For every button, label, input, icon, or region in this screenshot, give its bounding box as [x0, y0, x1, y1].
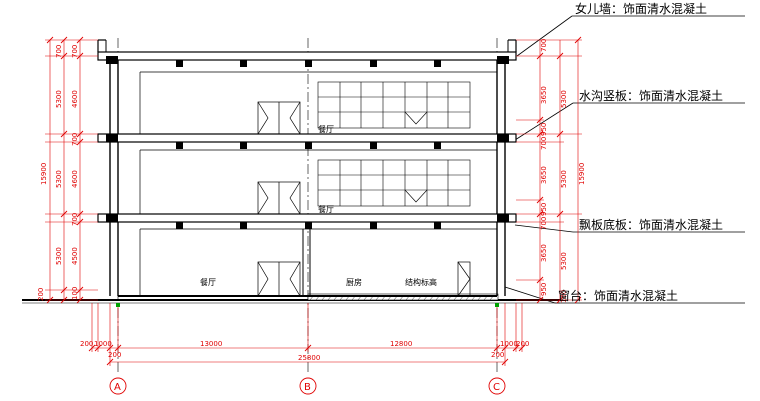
room-dining-3f: 餐厅	[318, 125, 334, 134]
axis-bubble-b	[299, 377, 317, 395]
bottom-dim-left-1000: 1000	[94, 340, 112, 348]
left-dim-beam3: 700	[71, 133, 79, 146]
right-dim-band1: 950	[540, 283, 548, 296]
bottom-dim-span-bc: 12800	[390, 340, 412, 348]
note-parapet: 女儿墙：饰面清水混凝土	[575, 1, 707, 16]
axis-bubbles: A B C	[109, 377, 506, 395]
bottom-dim-span-ab: 13000	[200, 340, 222, 348]
beams	[106, 56, 509, 229]
bottom-dim-right-outer: 200	[516, 340, 529, 348]
right-dim-texts: 700 3650 950 700 3650 950 700 3650 950 5…	[540, 39, 586, 303]
room-dining-2f: 餐厅	[318, 205, 334, 214]
left-dim-texts: 15900 700 5300 5300 5300 200 700 4600 70…	[37, 45, 79, 301]
grid-lines	[117, 38, 498, 375]
bottom-dim-ticks	[88, 344, 526, 366]
right-dim-win2: 3650	[540, 166, 548, 184]
bottom-dim-right-200: 200	[491, 351, 504, 359]
bottom-dim-left-outer: 200	[80, 340, 93, 348]
door-1f	[257, 261, 301, 297]
axis-bubble-a	[109, 377, 127, 395]
left-dim-ticks	[46, 36, 84, 304]
left-dim-base-b: 100	[71, 287, 79, 300]
axis-label-b: B	[304, 382, 311, 393]
right-dim-lines	[516, 39, 582, 301]
left-dim-total: 15900	[40, 163, 48, 185]
axis-bubble-c	[488, 377, 506, 395]
door-2f	[257, 181, 301, 215]
bottom-dim-lines	[91, 303, 523, 366]
right-dim-floor3: 5300	[560, 90, 568, 108]
room-struct-level: 结构标高	[405, 277, 437, 287]
left-dim-beam2: 700	[71, 213, 79, 226]
building	[97, 39, 517, 297]
left-dim-window3: 4600	[71, 90, 79, 108]
note-canopy: 飘板底板：饰面清水混凝土	[579, 217, 723, 232]
right-dim-parapet: 700	[540, 39, 548, 52]
door-kitchen	[457, 261, 471, 297]
right-dim-total: 15900	[578, 163, 586, 185]
axis-label-a: A	[114, 382, 121, 393]
room-labels: 餐厅 餐厅 餐厅 厨房 结构标高	[200, 125, 437, 287]
right-dim-beam2: 700	[540, 217, 548, 230]
right-dim-win3: 3650	[540, 86, 548, 104]
right-dim-band2: 950	[540, 203, 548, 216]
right-dim-floor1: 5300	[560, 252, 568, 270]
left-dim-window2: 4600	[71, 170, 79, 188]
door-3f	[257, 101, 301, 135]
bottom-dim-texts: 200 1000 200 13000 12800 200 1000 200 25…	[80, 340, 529, 362]
curtain-window-2f	[317, 159, 471, 207]
left-dim-lines	[45, 39, 98, 301]
left-dim-floor2: 5300	[55, 170, 63, 188]
bottom-dim-total: 25800	[298, 354, 320, 362]
bottom-dim-right-1000: 1000	[500, 340, 518, 348]
right-dim-ticks	[536, 36, 582, 304]
room-dining-1f: 餐厅	[200, 278, 216, 287]
note-sill: 窗台：饰面清水混凝土	[558, 288, 678, 303]
right-dim-base: 100	[560, 290, 568, 303]
left-dim-base-a: 200	[37, 288, 45, 301]
left-dim-floor1: 5300	[55, 247, 63, 265]
note-leaders	[504, 15, 745, 304]
right-dim-floor2: 5300	[560, 170, 568, 188]
material-notes: 女儿墙：饰面清水混凝土 水沟竖板：饰面清水混凝土 飘板底板：饰面清水混凝土 窗台…	[558, 1, 723, 303]
note-gutter: 水沟竖板：饰面清水混凝土	[579, 88, 723, 103]
left-dim-floor3: 5300	[55, 90, 63, 108]
axis-label-c: C	[493, 382, 500, 393]
right-dim-band3: 950	[540, 123, 548, 136]
right-dim-beam3: 700	[540, 137, 548, 150]
right-dim-win1: 3650	[540, 244, 548, 262]
curtain-window-3f	[317, 81, 471, 129]
grid-markers	[116, 303, 499, 307]
bottom-dim-left-200: 200	[108, 351, 121, 359]
left-dim-parapet: 700	[55, 45, 63, 58]
room-kitchen: 厨房	[346, 277, 362, 287]
left-dim-window1: 4500	[71, 247, 79, 265]
left-dim-parapet-inner: 700	[71, 45, 79, 58]
